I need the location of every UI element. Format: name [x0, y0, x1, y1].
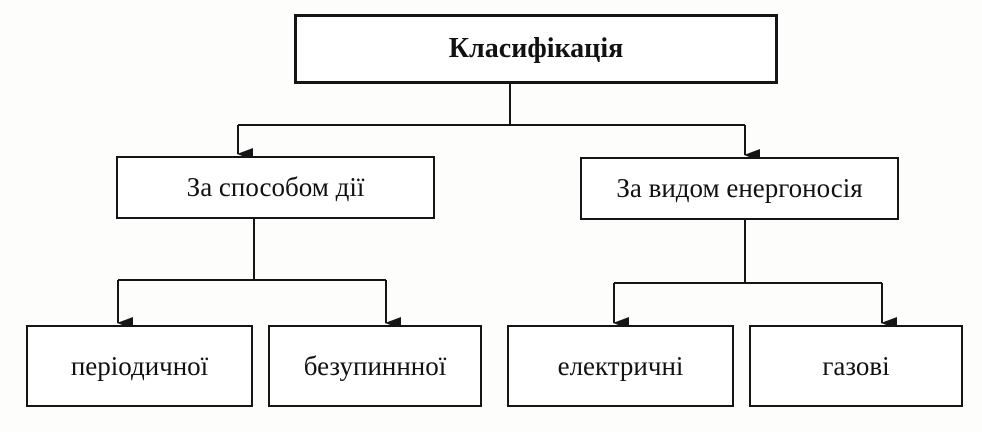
leaf-node-electric: електричні — [507, 325, 734, 407]
leaf-label: газові — [822, 350, 890, 381]
group-node-by-energy: За видом енергоносія — [580, 157, 899, 220]
leaf-node-continuous: безупиннної — [268, 325, 482, 407]
leaf-node-periodic: періодичної — [26, 325, 253, 407]
group-node-by-action: За способом дії — [116, 156, 435, 219]
group-label: За способом дії — [186, 172, 365, 202]
leaf-label: періодичної — [70, 350, 209, 381]
root-label: Класифікація — [448, 33, 624, 64]
root-node: Класифікація — [294, 14, 778, 84]
group-label: За видом енергоносія — [616, 173, 863, 203]
leaf-label: безупиннної — [303, 350, 447, 381]
leaf-label: електричні — [557, 350, 684, 381]
leaf-node-gas: газові — [749, 325, 963, 407]
